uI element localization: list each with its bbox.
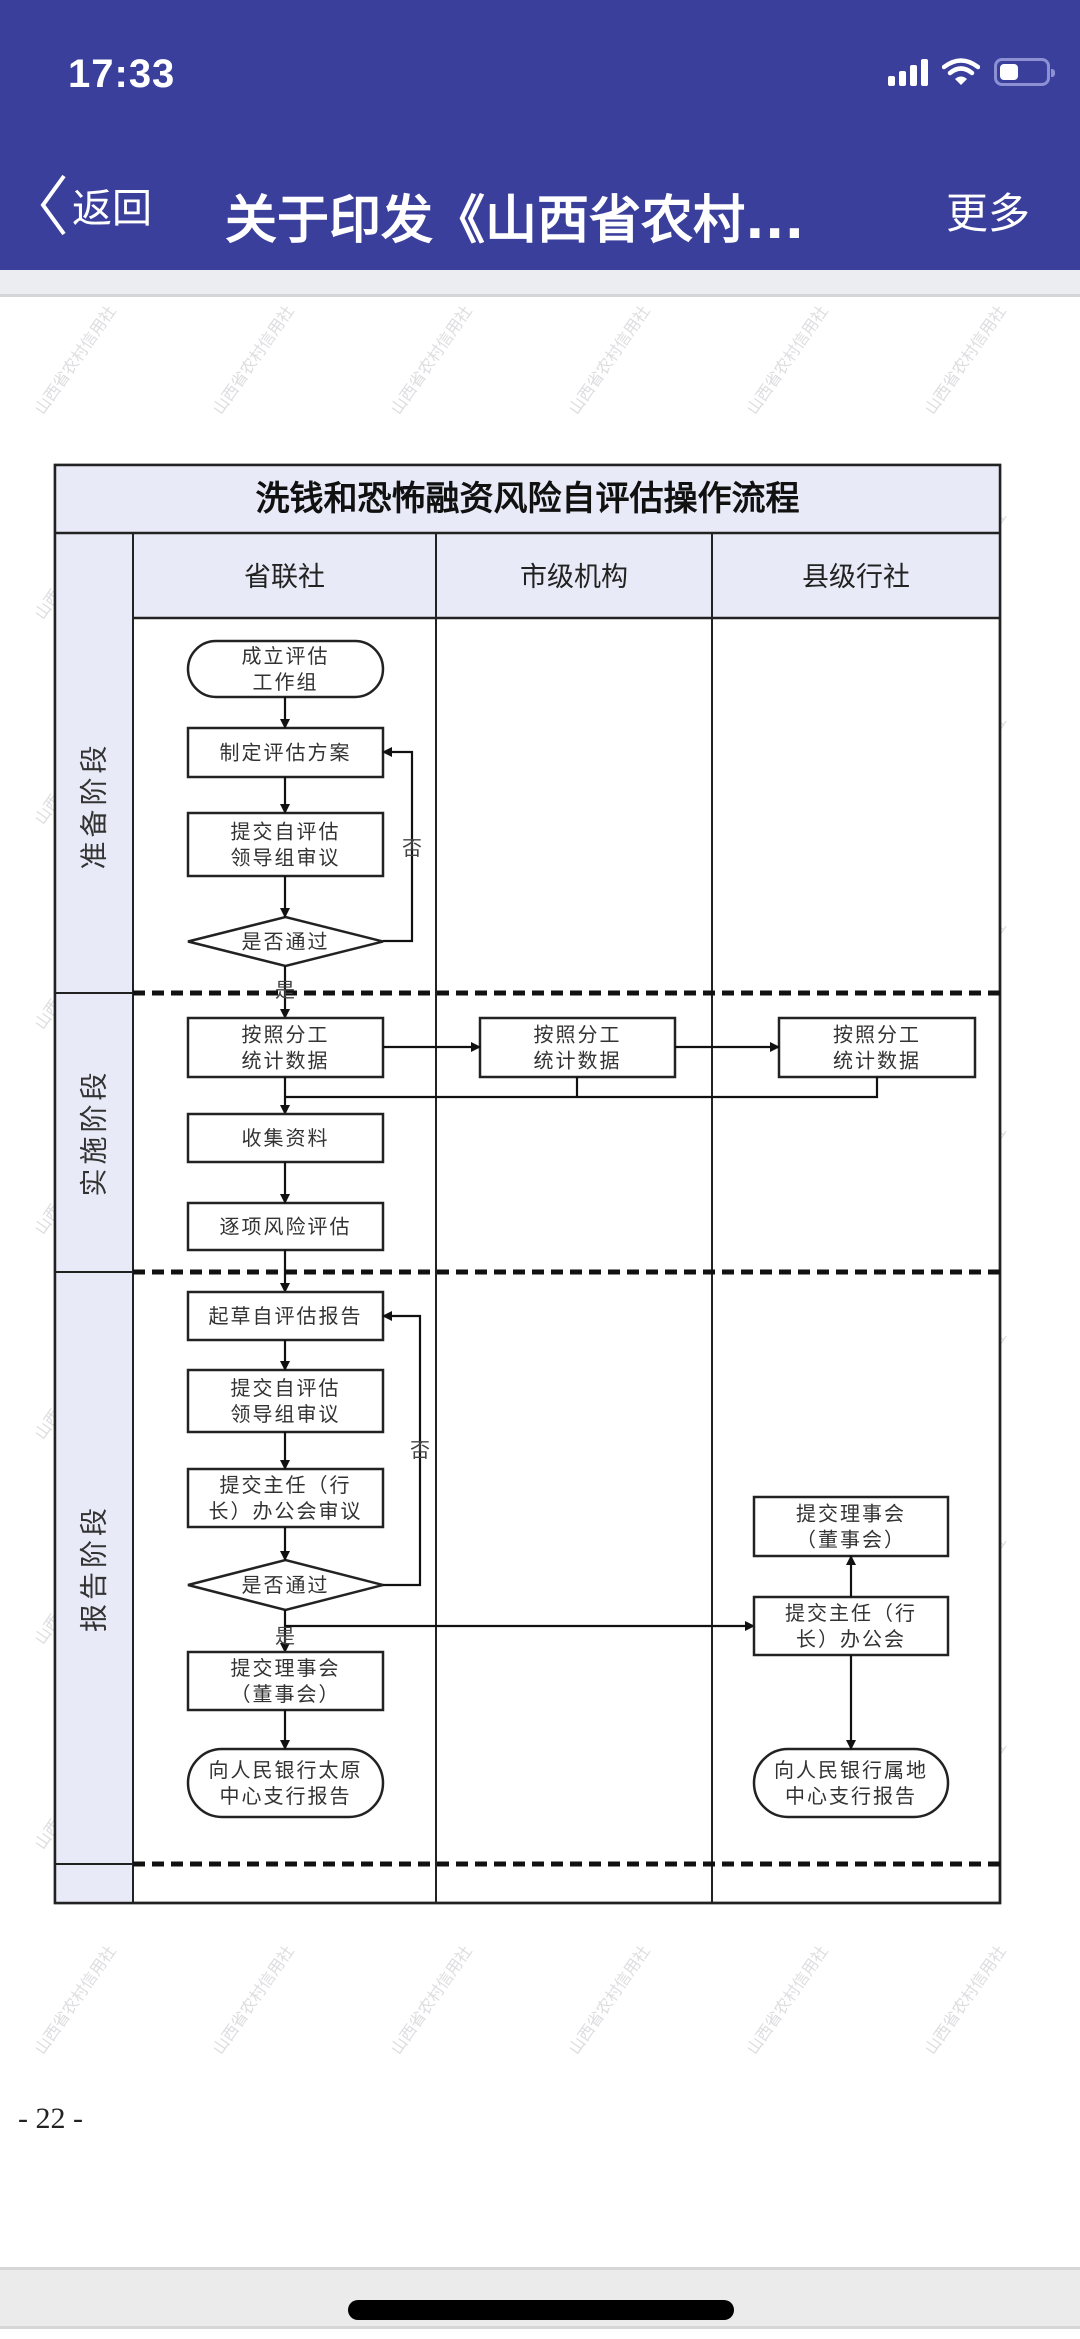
node-p3-director-text: 长）办公会审议 [209,1499,363,1523]
phase-label: 报告阶段 [78,1504,111,1632]
back-label: 返回 [72,186,152,232]
cellular-signal-icon [888,58,928,86]
node-p3-draft-text: 起草自评估报告 [209,1304,363,1328]
edge-label-no: 否 [402,836,422,860]
node-p1-submit-text: 领导组审议 [231,846,341,870]
flowchart-title: 洗钱和恐怖融资风险自评估操作流程 [256,479,800,519]
phase-label: 实施阶段 [78,1068,111,1196]
edge-label-yes: 是 [275,978,295,1002]
node-p3-submit [186,1368,385,1434]
header-bg [55,465,1000,618]
node-p2-county-text: 统计数据 [833,1049,921,1073]
node-p1-decision-text: 是否通过 [242,930,330,954]
phase-label: 准备阶段 [78,741,111,869]
lane-header: 县级行社 [802,562,910,593]
node-p2-county [777,1016,977,1079]
back-button[interactable]: 返回 [38,170,152,240]
node-p3-report-text: 向人民银行太原 [209,1758,363,1782]
no-loop-arrow [382,747,414,943]
page-title: 关于印发《山西省农村... [225,191,805,251]
lane-header: 市级机构 [520,562,628,593]
node-p2-prov-text: 统计数据 [242,1049,330,1073]
node-p2-prov [186,1016,385,1079]
node-p1-start-text: 工作组 [253,670,319,694]
node-p1-submit-text: 提交自评估 [231,820,341,844]
node-county-director-text: 长）办公会 [796,1627,906,1651]
more-button[interactable]: 更多 [945,189,1030,238]
page-number: - 22 - [18,2102,83,2135]
document-page[interactable]: 山西省农村信用社山西省农村信用社山西省农村信用社山西省农村信用社山西省农村信用社… [0,297,1080,2267]
node-p2-prov-text: 按照分工 [242,1023,330,1047]
node-p2-collect-text: 收集资料 [242,1126,330,1150]
node-p3-submit-text: 提交自评估 [231,1376,341,1400]
node-county-report-text: 向人民银行属地 [774,1758,928,1782]
toolbar-strip [0,270,1080,297]
node-p2-assess-text: 逐项风险评估 [220,1215,352,1239]
wifi-icon [942,58,980,85]
edge-label-no: 否 [410,1438,430,1462]
app-header: 17:33 返回 关于印发《山西省农村... 更多 [0,0,1080,270]
node-county-board-text: 提交理事会 [796,1502,906,1526]
merge-line [285,1077,879,1099]
node-p3-board-text: （董事会） [231,1682,341,1706]
lane-header: 省联社 [244,562,325,593]
node-p1-start-text: 成立评估 [242,644,330,668]
node-p1-plan-text: 制定评估方案 [220,741,352,765]
battery-icon [994,58,1055,86]
node-county-director [752,1595,950,1657]
node-p3-director-text: 提交主任（行 [220,1473,352,1497]
phase-column-bg [55,533,133,1903]
home-indicator[interactable] [348,2300,734,2320]
node-p3-decision-text: 是否通过 [242,1573,330,1597]
node-county-director-text: 提交主任（行 [785,1601,917,1625]
node-p2-city-text: 按照分工 [534,1023,622,1047]
status-icons [888,58,1055,86]
node-county-board [752,1495,950,1558]
table-border [53,463,1002,1905]
node-p3-submit-text: 领导组审议 [231,1402,341,1426]
chevron-left-icon [40,174,66,236]
no-loop-arrow [382,1311,422,1587]
node-p2-city-text: 统计数据 [534,1049,622,1073]
node-county-board-text: （董事会） [796,1528,906,1552]
node-county-report-text: 中心支行报告 [785,1784,917,1808]
node-p3-board [186,1650,385,1712]
edge-label-yes: 是 [275,1624,295,1648]
node-p3-board-text: 提交理事会 [231,1656,341,1680]
node-p3-report-text: 中心支行报告 [220,1784,352,1808]
status-time: 17:33 [68,52,176,96]
node-p1-plan [186,726,385,779]
node-p2-county-text: 按照分工 [833,1023,921,1047]
